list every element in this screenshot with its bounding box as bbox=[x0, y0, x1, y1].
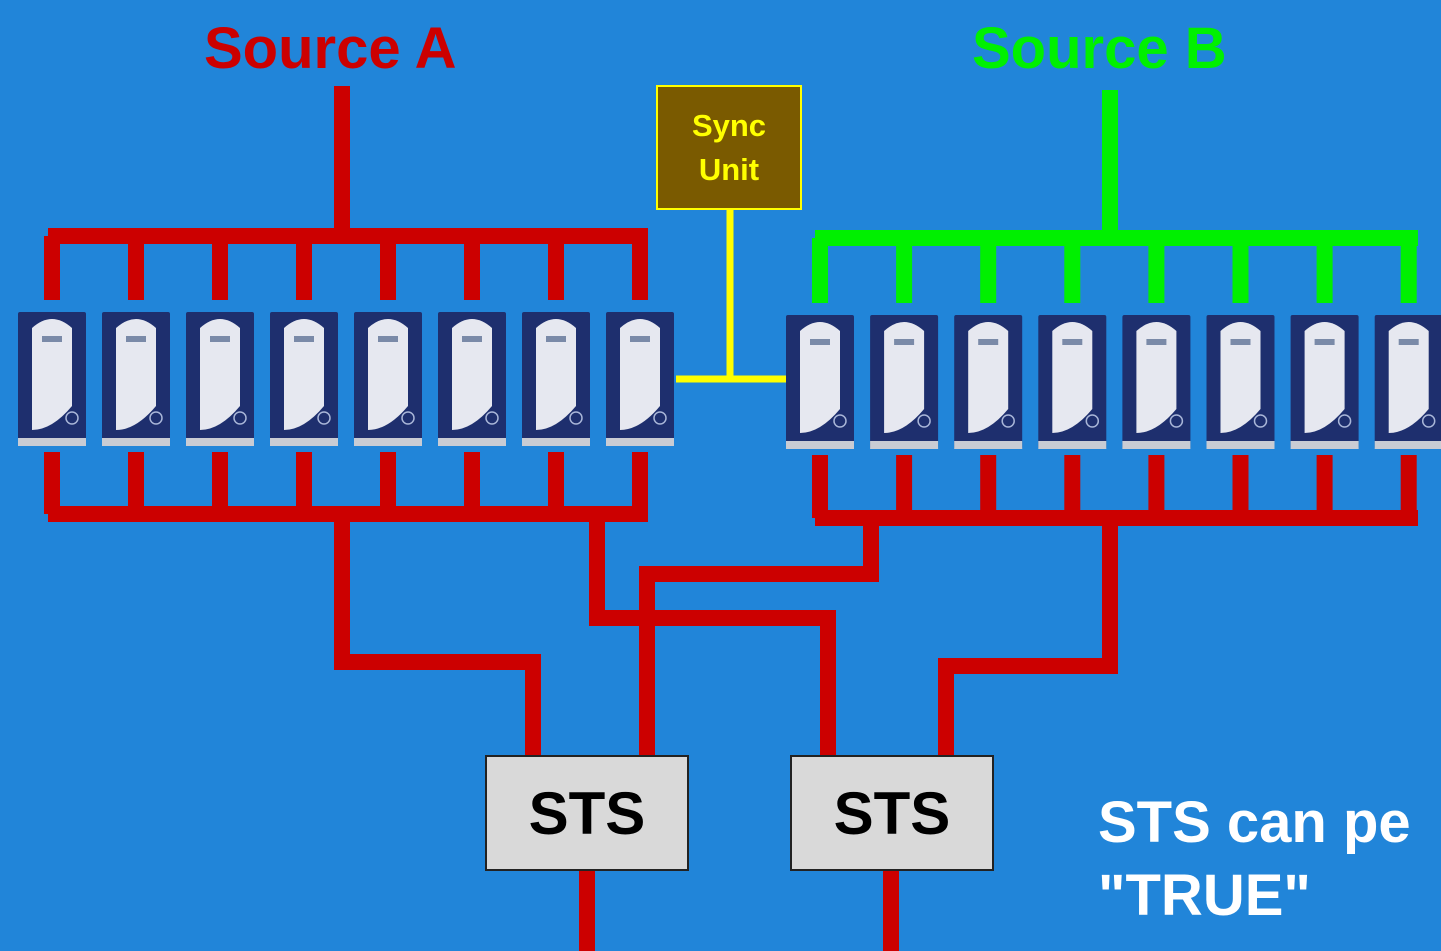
sync-wiring bbox=[676, 210, 786, 383]
ups-cabinet-icon bbox=[522, 312, 590, 446]
ups-cabinet-icon bbox=[1038, 315, 1107, 449]
ups-cabinet-icon bbox=[1206, 315, 1275, 449]
ups-cabinet-icon bbox=[186, 312, 254, 446]
note-line-1: STS can pe bbox=[1098, 790, 1411, 855]
sts-box-1: STS bbox=[485, 755, 689, 871]
ups-cabinet-icon bbox=[1122, 315, 1191, 449]
ups-cabinet-icon bbox=[270, 312, 338, 446]
ups-bank-b bbox=[786, 315, 1441, 449]
ups-cabinet-icon bbox=[954, 315, 1023, 449]
source-b-wiring bbox=[812, 90, 1418, 303]
ups-cabinet-icon bbox=[870, 315, 939, 449]
ups-cabinet-icon bbox=[18, 312, 86, 446]
ups-cabinet-icon bbox=[606, 312, 674, 446]
source-b-title: Source B bbox=[972, 16, 1227, 81]
ups-cabinet-icon bbox=[1374, 315, 1441, 449]
ups-cabinet-icon bbox=[102, 312, 170, 446]
sync-unit-box: Sync Unit bbox=[656, 85, 802, 210]
sts-box-2: STS bbox=[790, 755, 994, 871]
source-a-drops bbox=[44, 236, 1417, 518]
sync-unit-label-line2: Unit bbox=[698, 151, 760, 187]
source-a-title: Source A bbox=[204, 16, 457, 81]
ups-cabinet-icon bbox=[438, 312, 506, 446]
ups-bank-a bbox=[18, 312, 674, 446]
source-a-wiring bbox=[48, 86, 1418, 951]
note-line-2: "TRUE" bbox=[1098, 863, 1311, 928]
sync-unit-label-line1: Sync bbox=[691, 107, 767, 143]
ups-cabinet-icon bbox=[354, 312, 422, 446]
ups-cabinet-icon bbox=[1290, 315, 1359, 449]
ups-cabinet-icon bbox=[786, 315, 854, 449]
